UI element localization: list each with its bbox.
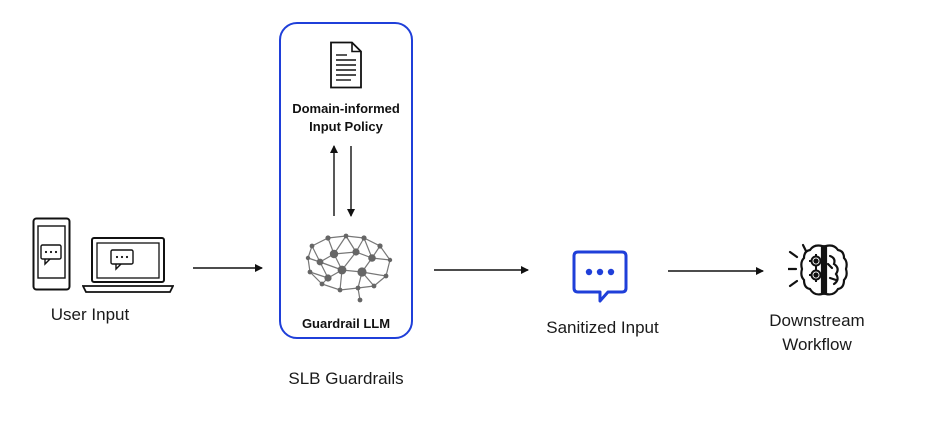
guardrails-caption: SLB Guardrails <box>288 369 404 388</box>
chat-bubble-icon <box>572 250 628 304</box>
policy-label-line2: Input Policy <box>309 119 383 134</box>
guardrail-llm-label: Guardrail LLM <box>301 316 391 331</box>
brain-gears-icon <box>788 242 860 300</box>
downstream-label-line2: Workflow <box>782 335 852 354</box>
policy-label-line1: Domain-informed <box>292 101 400 116</box>
smartphone-chat-icon <box>32 217 72 291</box>
user-input-label: User Input <box>50 305 130 324</box>
laptop-chat-icon <box>82 236 174 294</box>
guardrails-container <box>279 22 413 339</box>
brain-network-icon <box>300 232 396 304</box>
downstream-label-line1: Downstream <box>769 311 865 330</box>
sanitized-input-label: Sanitized Input <box>546 318 659 337</box>
document-icon <box>329 41 363 89</box>
